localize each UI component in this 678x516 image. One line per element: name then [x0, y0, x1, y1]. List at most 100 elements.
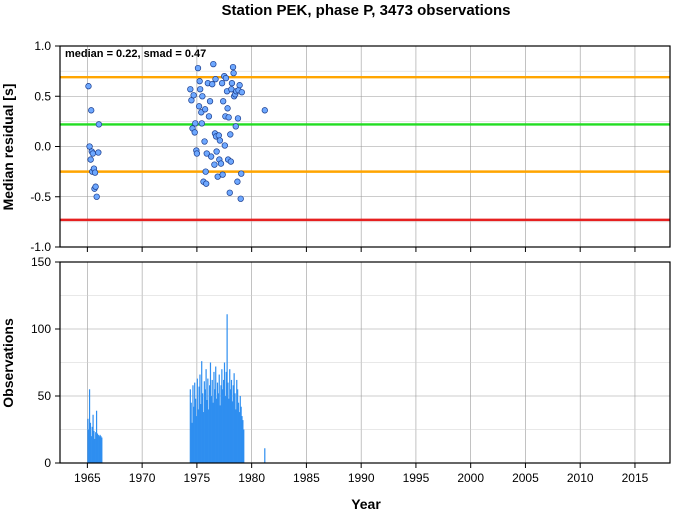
observation-bar	[239, 396, 241, 463]
observation-bar	[234, 393, 236, 463]
residual-annotation: median = 0.22, smad = 0.47	[65, 48, 206, 60]
y-tick-label: 0.5	[34, 89, 51, 103]
x-tick-label: 1980	[238, 471, 265, 485]
observations-grid	[60, 261, 670, 464]
observation-bar	[89, 422, 92, 463]
data-point	[237, 195, 244, 202]
data-point	[220, 98, 227, 105]
observation-bar	[212, 402, 214, 463]
observation-bar	[240, 406, 242, 463]
data-point	[221, 142, 228, 149]
data-point	[89, 150, 97, 157]
observation-bar	[223, 362, 226, 463]
observation-bar	[96, 433, 99, 463]
data-point	[88, 107, 95, 114]
observation-bar	[199, 374, 201, 463]
data-point	[217, 160, 225, 167]
data-point	[199, 93, 206, 100]
observation-bar	[216, 398, 218, 463]
observations-y-ticks: 0 50 100 150	[31, 255, 60, 470]
residual-points	[85, 60, 268, 202]
observation-bar	[230, 389, 232, 463]
observation-bar	[207, 378, 209, 463]
observation-bar	[227, 382, 229, 463]
observation-bars	[87, 314, 266, 463]
data-point	[209, 81, 216, 88]
data-point	[195, 103, 203, 110]
data-point	[261, 107, 268, 114]
observation-bar	[91, 426, 93, 463]
data-point	[230, 69, 237, 77]
x-tick-label: 2000	[457, 471, 484, 485]
observation-bar	[214, 389, 216, 463]
observation-bar	[197, 409, 199, 463]
data-point	[191, 129, 198, 136]
observation-bar	[231, 401, 233, 463]
data-point	[202, 168, 209, 175]
data-point	[238, 170, 245, 177]
residual-y-axis-label: Median residual [s]	[0, 84, 16, 211]
observation-bar	[196, 378, 198, 463]
y-tick-label: 0	[44, 456, 51, 470]
data-point	[232, 123, 239, 130]
data-point	[227, 131, 234, 138]
y-tick-label: -0.5	[30, 190, 51, 204]
observation-bar	[88, 429, 90, 463]
data-point	[201, 106, 209, 113]
x-tick-label: 1970	[129, 471, 156, 485]
observation-bar	[211, 379, 213, 463]
y-tick-label: 50	[38, 389, 52, 403]
observation-bar	[223, 379, 225, 463]
observation-bar	[216, 382, 219, 463]
y-tick-label: -1.0	[30, 240, 51, 254]
x-tick-label: 1985	[293, 471, 320, 485]
data-point	[206, 98, 214, 105]
observation-bar	[97, 434, 99, 463]
data-point	[238, 89, 245, 96]
observation-bar	[198, 386, 200, 463]
data-point	[194, 64, 202, 72]
data-point	[236, 82, 243, 89]
observation-bar	[264, 448, 266, 463]
x-tick-label: 1990	[348, 471, 375, 485]
observation-bar	[228, 398, 230, 463]
observation-bar	[98, 436, 100, 463]
data-point	[218, 80, 226, 87]
observation-bar	[201, 361, 203, 463]
observation-bar	[236, 379, 238, 463]
observation-bar	[215, 366, 217, 463]
data-point	[85, 83, 92, 90]
observation-bar	[220, 385, 222, 463]
data-point	[234, 178, 241, 185]
observation-bar	[209, 362, 212, 463]
observation-bar	[226, 314, 228, 463]
observation-bar	[205, 369, 207, 463]
observation-bar	[202, 412, 205, 463]
data-point	[219, 171, 226, 178]
data-point	[203, 150, 210, 157]
data-point	[226, 189, 233, 196]
y-tick-label: 100	[31, 322, 51, 336]
data-point	[211, 161, 218, 168]
y-tick-label: 0.0	[34, 140, 51, 154]
observation-bar	[95, 410, 98, 463]
data-point	[229, 63, 237, 71]
data-point	[193, 150, 201, 157]
y-tick-label: 150	[31, 255, 51, 269]
observation-bar	[192, 385, 194, 463]
observation-bar	[94, 438, 96, 463]
observation-bar	[237, 389, 239, 463]
data-point	[207, 153, 215, 160]
observation-bar	[208, 385, 211, 463]
observation-bar	[230, 379, 233, 463]
observation-bar	[225, 371, 227, 463]
observation-bar	[229, 369, 231, 463]
observation-bar	[87, 418, 89, 463]
chart-title: Station PEK, phase P, 3473 observations	[222, 2, 511, 19]
observations-y-axis-label: Observations	[0, 318, 16, 408]
data-point	[222, 75, 230, 82]
observation-bar	[235, 409, 237, 463]
